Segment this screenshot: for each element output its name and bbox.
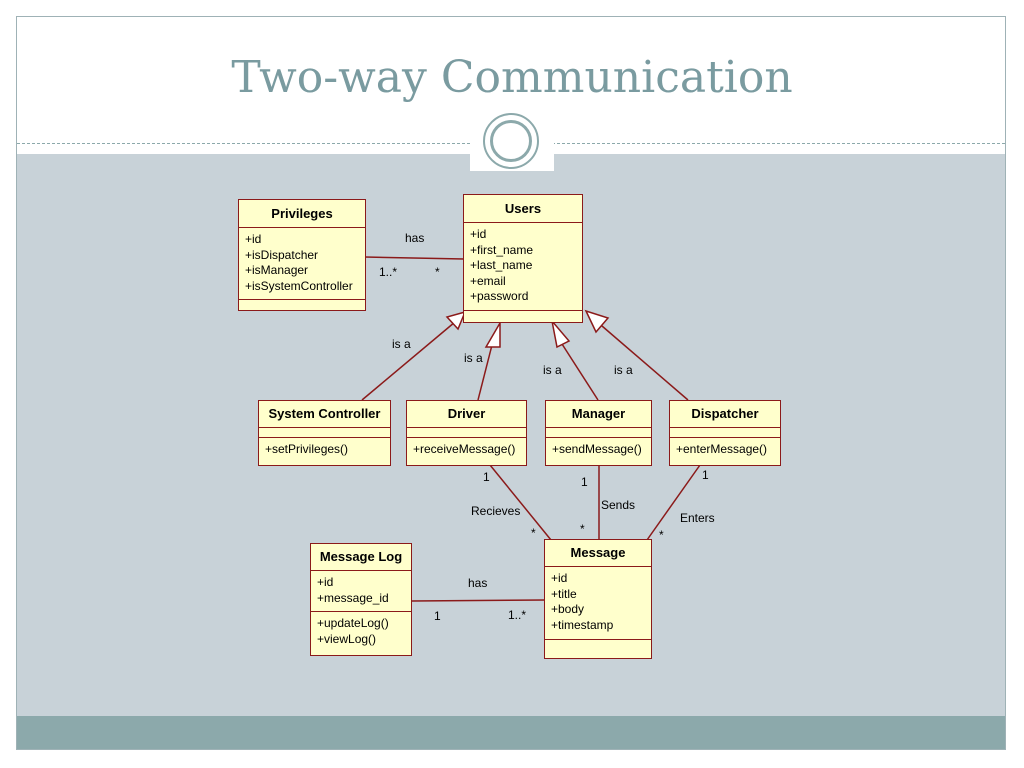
class-privileges[interactable]: Privileges +id +isDispatcher +isManager … <box>238 199 366 311</box>
class-name: Manager <box>546 401 651 428</box>
attribute: +email <box>470 273 506 288</box>
class-operations: +enterMessage() <box>670 438 780 462</box>
privileges-users-label: has <box>405 231 425 245</box>
attribute: +isSystemController <box>245 278 353 293</box>
operation: +enterMessage() <box>676 442 768 456</box>
class-operations: +updateLog() +viewLog() <box>311 612 411 651</box>
class-operations: +sendMessage() <box>546 438 651 462</box>
class-name: Driver <box>407 401 526 428</box>
class-attributes <box>259 428 390 438</box>
class-name: Privileges <box>239 200 365 228</box>
class-operations <box>545 640 651 648</box>
system-controller-inheritance-arrow-icon <box>445 310 467 331</box>
system-controller-isa-label: is a <box>392 337 411 351</box>
attribute: +body <box>551 602 585 616</box>
manager-message-multiplicity: * <box>580 522 585 536</box>
attribute: +id <box>317 575 334 589</box>
class-users[interactable]: Users +id +first_name +last_name +email … <box>463 194 583 323</box>
class-attributes <box>670 428 780 438</box>
class-name: Message Log <box>311 544 411 571</box>
class-name: Users <box>464 195 582 223</box>
dispatcher-isa-label: is a <box>614 363 633 377</box>
class-attributes: +id +message_id <box>311 571 411 612</box>
attribute: +isDispatcher <box>245 247 319 262</box>
class-driver[interactable]: Driver +receiveMessage() <box>406 400 527 466</box>
attribute: +isManager <box>245 263 309 277</box>
manager-multiplicity: 1 <box>581 475 588 489</box>
class-attributes: +id +isDispatcher +isManager +isSystemCo… <box>239 228 365 300</box>
operation: +sendMessage() <box>552 442 642 456</box>
attribute: +timestamp <box>551 617 614 632</box>
dispatcher-message-label: Enters <box>680 511 715 525</box>
driver-inheritance-arrow-icon <box>484 320 501 348</box>
footer-band <box>17 716 1005 749</box>
class-name: Dispatcher <box>670 401 780 428</box>
slide-title: Two-way Communication <box>231 52 793 103</box>
class-message-log[interactable]: Message Log +id +message_id +updateLog()… <box>310 543 412 656</box>
system-controller-generalization <box>361 321 456 401</box>
class-dispatcher[interactable]: Dispatcher +enterMessage() <box>669 400 781 466</box>
privileges-multiplicity: 1..* <box>379 265 398 279</box>
class-operations: +setPrivileges() <box>259 438 390 462</box>
manager-generalization <box>561 343 599 401</box>
operation: +receiveMessage() <box>413 442 516 456</box>
class-attributes <box>407 428 526 438</box>
operation: +updateLog() <box>317 616 389 630</box>
attribute: +title <box>551 586 577 601</box>
class-operations: +receiveMessage() <box>407 438 526 462</box>
operation: +viewLog() <box>317 631 377 646</box>
class-message[interactable]: Message +id +title +body +timestamp <box>544 539 652 659</box>
driver-isa-label: is a <box>464 351 483 365</box>
operation: +setPrivileges() <box>265 442 349 456</box>
attribute: +last_name <box>470 258 533 272</box>
messagelog-multiplicity: 1 <box>434 609 441 623</box>
attribute: +first_name <box>470 242 534 257</box>
class-name: System Controller <box>259 401 390 428</box>
class-operations <box>239 300 365 308</box>
messagelog-message-multiplicity: 1..* <box>508 608 527 622</box>
messagelog-message-association <box>411 599 546 602</box>
manager-isa-label: is a <box>543 363 562 377</box>
dispatcher-message-association <box>646 464 701 541</box>
class-operations <box>464 311 582 319</box>
dispatcher-inheritance-arrow-icon <box>584 309 610 334</box>
dispatcher-generalization <box>601 325 689 401</box>
manager-inheritance-arrow-icon <box>550 318 571 349</box>
driver-generalization <box>477 344 493 401</box>
class-system-controller[interactable]: System Controller +setPrivileges() <box>258 400 391 466</box>
class-attributes <box>546 428 651 438</box>
driver-multiplicity: 1 <box>483 470 490 484</box>
users-multiplicity: * <box>435 265 440 279</box>
class-attributes: +id +title +body +timestamp <box>545 567 651 640</box>
attribute: +message_id <box>317 590 389 605</box>
manager-message-label: Sends <box>601 498 636 512</box>
attribute: +id <box>470 227 487 241</box>
messagelog-message-label: has <box>468 576 488 590</box>
attribute: +id <box>551 571 568 585</box>
class-attributes: +id +first_name +last_name +email +passw… <box>464 223 582 311</box>
class-manager[interactable]: Manager +sendMessage() <box>545 400 652 466</box>
driver-message-label: Recieves <box>471 504 521 518</box>
dispatcher-message-multiplicity: * <box>659 528 664 542</box>
slide-frame <box>16 16 1006 750</box>
dispatcher-multiplicity: 1 <box>702 468 709 482</box>
ring-ornament-inner-icon <box>490 120 532 162</box>
driver-message-association <box>489 464 552 541</box>
attribute: +id <box>245 232 262 246</box>
privileges-users-association <box>364 256 465 260</box>
class-name: Message <box>545 540 651 567</box>
driver-message-multiplicity: * <box>531 526 536 540</box>
attribute: +password <box>470 289 529 303</box>
